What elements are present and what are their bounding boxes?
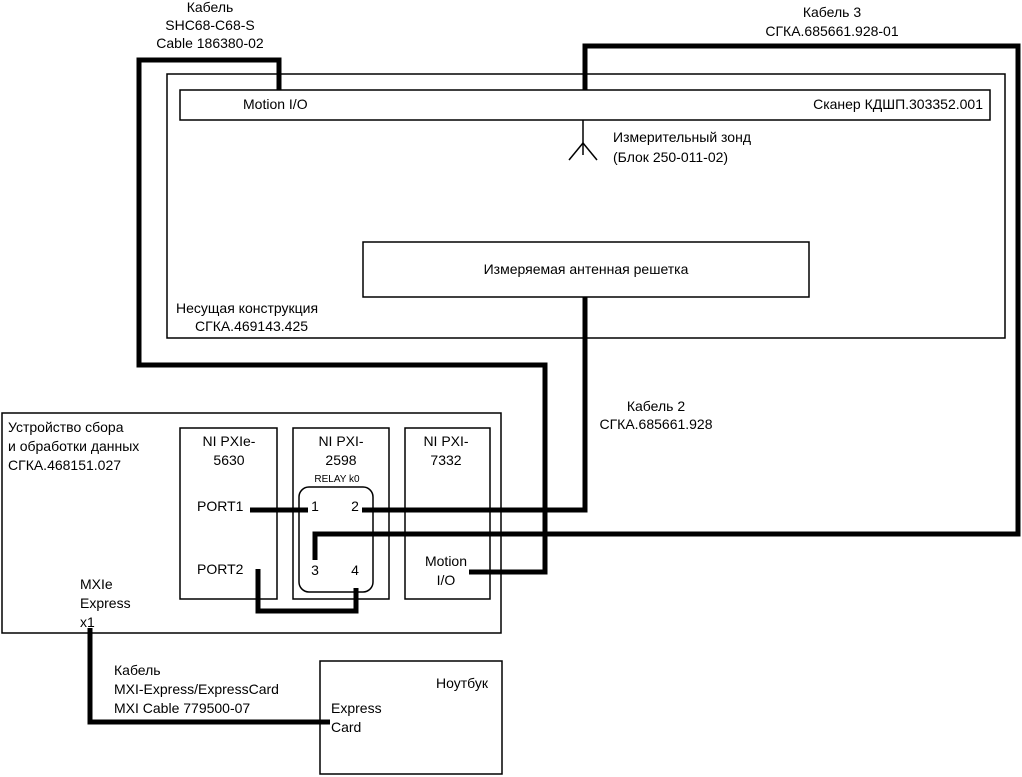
cable-mxi-line1: Кабель (114, 662, 161, 678)
scanner-name: Сканер КДШП.303352.001 (813, 96, 983, 112)
relay-pin-1: 1 (311, 498, 319, 514)
cable-3 (312, 43, 1021, 560)
relay-pin-2: 2 (351, 498, 359, 514)
cable-mxi-line3: MXI Cable 779500-07 (114, 700, 250, 716)
cable-shc68-line3: Cable 186380-02 (156, 35, 264, 51)
relay-box (298, 486, 374, 593)
cable-2 (362, 297, 588, 513)
daq-line2: и обработки данных (8, 438, 139, 454)
motion-io-line1: Motion (425, 553, 467, 569)
frame-line1: Несущая конструкция (176, 300, 318, 316)
scanner-motion-io-label: Motion I/O (243, 96, 308, 112)
probe-line2: (Блок 250-011-02) (613, 149, 728, 165)
cable-shc68 (136, 57, 548, 575)
mxie-line3: x1 (80, 614, 95, 630)
cable-shc68-line2: SHC68-C68-S (165, 17, 254, 33)
cable-3-label: Кабель 3 СГКА.685661.928-01 (765, 4, 898, 39)
module-7332-line2: 7332 (430, 452, 461, 468)
mxie-line2: Express (80, 595, 131, 611)
laptop-title: Ноутбук (436, 675, 489, 691)
cable-3-line1: Кабель 3 (803, 4, 861, 20)
cable-shc68-label: Кабель SHC68-C68-S Cable 186380-02 (156, 0, 264, 51)
cable-3-line2: СГКА.685661.928-01 (765, 23, 898, 39)
cable-2-line2: СГКА.685661.928 (599, 416, 712, 432)
port1-label: PORT1 (197, 498, 244, 514)
module-2598-line1: NI PXI- (318, 433, 363, 449)
cable-mxi-line2: MXI-Express/ExpressCard (114, 681, 279, 697)
daq-line3: СГКА.468151.027 (8, 457, 121, 473)
daq-box (1, 412, 502, 634)
frame-line2: СГКА.469143.425 (195, 318, 308, 334)
probe-line1: Измерительный зонд (613, 129, 751, 145)
antenna-label: Измеряемая антенная решетка (484, 261, 689, 277)
express-card-line1: Express (331, 700, 382, 716)
module-5630-box (179, 427, 278, 600)
relay-label: RELAY k0 (314, 474, 360, 485)
motion-io-line2: I/O (437, 572, 456, 588)
module-5630-line1: NI PXIe- (203, 433, 256, 449)
module-7332-box (404, 427, 491, 600)
cable-2-line1: Кабель 2 (627, 398, 685, 414)
cable-mxi-express (87, 628, 330, 725)
relay-pin-4: 4 (351, 562, 359, 578)
relay-pin-3: 3 (311, 562, 319, 578)
module-2598-line2: 2598 (325, 452, 356, 468)
cable-shc68-line1: Кабель (187, 0, 234, 15)
laptop-box (319, 660, 503, 775)
probe-antenna-icon (568, 120, 598, 161)
cable-port2-relay4 (255, 569, 359, 614)
mxie-line1: MXIe (80, 576, 113, 592)
module-5630-line2: 5630 (213, 452, 244, 468)
module-7332-line1: NI PXI- (423, 433, 468, 449)
module-2598-box (292, 427, 390, 600)
express-card-line2: Card (331, 719, 361, 735)
daq-line1: Устройство сбора (8, 419, 124, 435)
port2-label: PORT2 (197, 561, 244, 577)
